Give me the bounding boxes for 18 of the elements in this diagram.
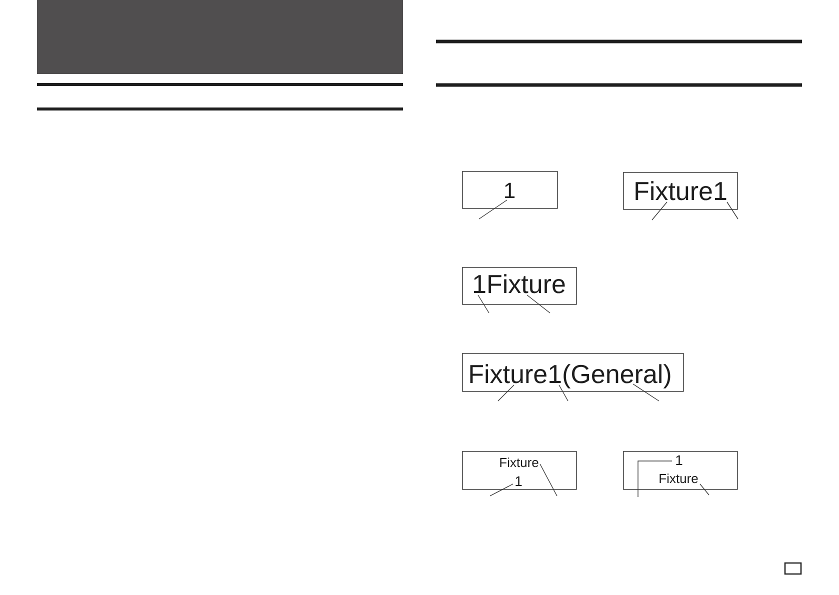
leader-line: [478, 294, 490, 314]
leader-line: [526, 294, 550, 314]
display-box: Fixture1: [623, 172, 738, 210]
leader-line: [540, 464, 558, 496]
leader-line: [632, 384, 660, 402]
display-box: 1Fixture: [462, 267, 577, 305]
leader-line: [558, 384, 568, 402]
leader-line: [726, 202, 738, 220]
leader-line: [490, 484, 514, 496]
display-box: 1 Fixture: [623, 451, 738, 490]
leader-line: [638, 460, 672, 498]
display-box: Fixture 1: [462, 451, 577, 490]
leader-line: [498, 384, 514, 402]
leader-line: [478, 200, 508, 220]
display-box: Fixture1(General): [462, 353, 684, 392]
leader-line: [700, 484, 710, 496]
display-box: 1: [462, 171, 558, 209]
leader-line: [652, 202, 668, 220]
